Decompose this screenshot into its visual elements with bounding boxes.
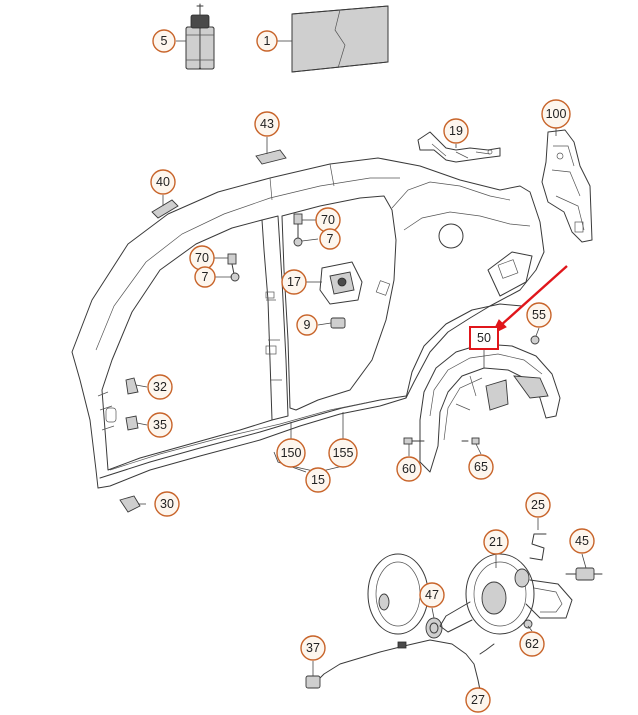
leader-lines bbox=[135, 40, 587, 690]
svg-text:25: 25 bbox=[531, 498, 545, 512]
callout-32[interactable]: 32 bbox=[147, 374, 173, 400]
callout-17[interactable]: 17 bbox=[281, 269, 307, 295]
svg-text:27: 27 bbox=[471, 693, 485, 707]
svg-text:62: 62 bbox=[525, 637, 539, 651]
svg-text:150: 150 bbox=[281, 446, 302, 460]
nut-55-illustration bbox=[530, 335, 540, 345]
svg-text:35: 35 bbox=[153, 418, 167, 432]
svg-text:43: 43 bbox=[260, 117, 274, 131]
svg-text:17: 17 bbox=[287, 275, 301, 289]
svg-text:15: 15 bbox=[311, 473, 325, 487]
callout-19[interactable]: 19 bbox=[443, 118, 469, 144]
svg-text:55: 55 bbox=[532, 308, 546, 322]
callout-45[interactable]: 45 bbox=[569, 528, 595, 554]
svg-text:70: 70 bbox=[195, 251, 209, 265]
bolt-65-illustration bbox=[461, 437, 480, 445]
callout-21[interactable]: 21 bbox=[483, 529, 509, 555]
callout-70-lower[interactable]: 70 bbox=[189, 245, 215, 271]
svg-text:5: 5 bbox=[161, 34, 168, 48]
svg-text:60: 60 bbox=[402, 462, 416, 476]
callout-7-lower[interactable]: 7 bbox=[194, 266, 216, 288]
callout-25[interactable]: 25 bbox=[525, 492, 551, 518]
clip-43-illustration bbox=[255, 149, 287, 165]
highlight-arrow bbox=[490, 265, 568, 336]
clip-40-illustration bbox=[151, 199, 179, 219]
callout-55[interactable]: 55 bbox=[526, 302, 552, 328]
callout-60[interactable]: 60 bbox=[396, 456, 422, 482]
insulation-sheet-illustration bbox=[291, 5, 389, 73]
svg-text:32: 32 bbox=[153, 380, 167, 394]
callout-65[interactable]: 65 bbox=[468, 454, 494, 480]
clip-35-illustration bbox=[125, 415, 139, 431]
fuel-door-actuator-45-illustration bbox=[565, 567, 603, 581]
svg-text:50: 50 bbox=[477, 331, 491, 345]
callout-30[interactable]: 30 bbox=[154, 491, 180, 517]
callout-150[interactable]: 150 bbox=[276, 438, 306, 468]
bolt-70-7-lower-illustration bbox=[227, 253, 240, 282]
rear-panel-100-illustration bbox=[541, 129, 593, 243]
spring-25-illustration bbox=[529, 533, 547, 561]
svg-text:9: 9 bbox=[304, 318, 311, 332]
svg-text:7: 7 bbox=[202, 270, 209, 284]
svg-text:47: 47 bbox=[425, 588, 439, 602]
cable-27-37-illustration bbox=[305, 639, 495, 691]
svg-text:37: 37 bbox=[306, 641, 320, 655]
svg-text:155: 155 bbox=[333, 446, 354, 460]
svg-text:100: 100 bbox=[546, 107, 567, 121]
bolt-60-illustration bbox=[403, 437, 425, 445]
callout-43[interactable]: 43 bbox=[254, 111, 280, 137]
callout-47[interactable]: 47 bbox=[419, 582, 445, 608]
seal-ring-illustration bbox=[367, 553, 429, 635]
svg-text:45: 45 bbox=[575, 534, 589, 548]
callout-50-highlighted[interactable]: 50 bbox=[469, 326, 499, 350]
bolt-70-7-upper-illustration bbox=[293, 213, 303, 247]
callout-37[interactable]: 37 bbox=[300, 635, 326, 661]
screw-62-illustration bbox=[523, 619, 533, 629]
callout-1[interactable]: 1 bbox=[256, 30, 278, 52]
body-side-panel-illustration bbox=[71, 157, 545, 489]
svg-text:30: 30 bbox=[160, 497, 174, 511]
clip-9-illustration bbox=[330, 317, 346, 329]
callout-70-upper[interactable]: 70 bbox=[315, 207, 341, 233]
callout-100[interactable]: 100 bbox=[541, 99, 571, 129]
callout-35[interactable]: 35 bbox=[147, 412, 173, 438]
callout-62[interactable]: 62 bbox=[519, 631, 545, 657]
wheel-housing-liner-illustration bbox=[419, 343, 561, 473]
svg-text:65: 65 bbox=[474, 460, 488, 474]
svg-text:21: 21 bbox=[489, 535, 503, 549]
grommet-47-illustration bbox=[425, 617, 443, 639]
svg-text:19: 19 bbox=[449, 124, 463, 138]
sealant-cartridges-illustration bbox=[185, 3, 215, 70]
callout-27[interactable]: 27 bbox=[465, 687, 491, 713]
clip-32-illustration bbox=[125, 377, 139, 395]
svg-text:7: 7 bbox=[327, 232, 334, 246]
callout-15[interactable]: 15 bbox=[305, 467, 331, 493]
filler-neck-housing-21-illustration bbox=[439, 553, 573, 635]
grommet-17-illustration bbox=[319, 261, 363, 305]
svg-text:40: 40 bbox=[156, 175, 170, 189]
clip-30-illustration bbox=[119, 495, 141, 513]
callout-155[interactable]: 155 bbox=[328, 438, 358, 468]
callout-9[interactable]: 9 bbox=[296, 314, 318, 336]
callout-7-upper[interactable]: 7 bbox=[319, 228, 341, 250]
svg-text:70: 70 bbox=[321, 213, 335, 227]
callout-5[interactable]: 5 bbox=[152, 29, 176, 53]
bracket-19-illustration bbox=[417, 131, 501, 163]
svg-text:1: 1 bbox=[264, 34, 271, 48]
callout-40[interactable]: 40 bbox=[150, 169, 176, 195]
